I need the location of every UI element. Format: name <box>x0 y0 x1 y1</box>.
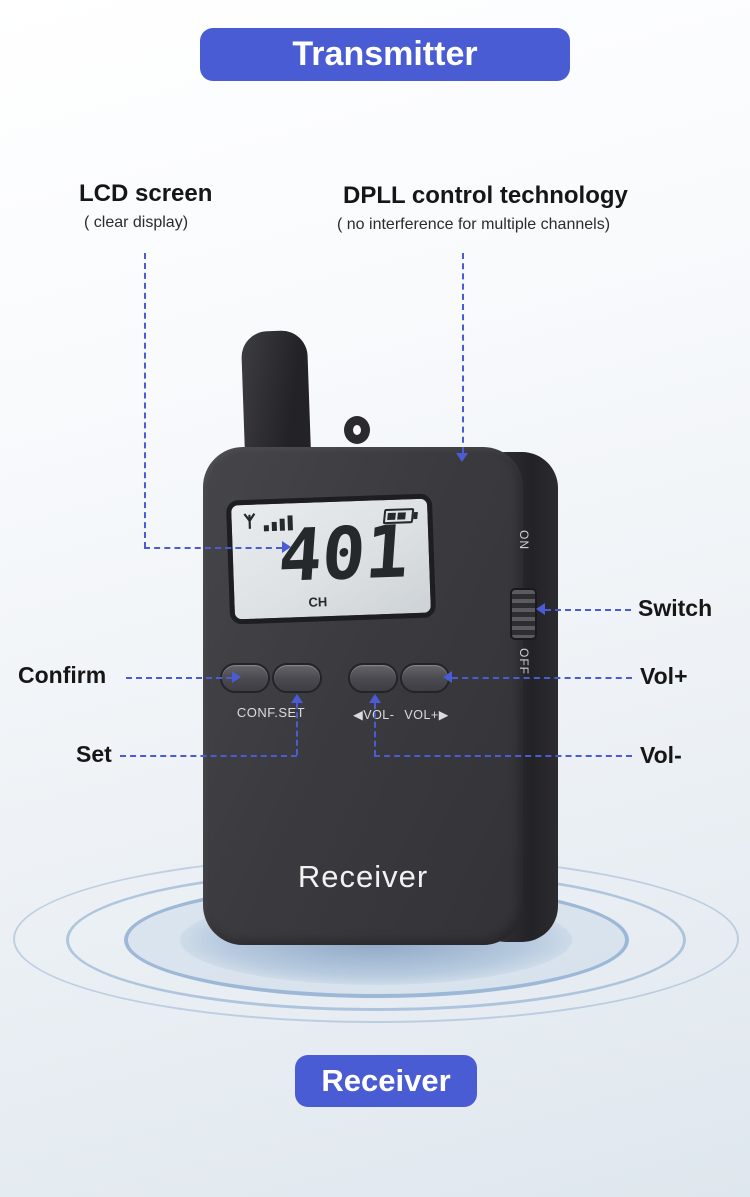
receiver-device-body: 401 CH CONF.SET ◀VOL- VOL+▶ Receiver <box>203 447 523 945</box>
power-switch <box>510 588 537 640</box>
bottom-banner-label: Receiver <box>321 1063 451 1098</box>
volume-print-label: ◀VOL- VOL+▶ <box>342 707 460 722</box>
confirm-callout-label: Confirm <box>18 662 107 688</box>
vol-minus-print-label: ◀VOL- <box>353 708 395 722</box>
lcd-callout-subtitle: ( clear display) <box>84 214 189 231</box>
dpll-callout-title: DPLL control technology <box>343 182 628 209</box>
set-arrow-icon <box>291 694 303 703</box>
lcd-callout-title: LCD screen <box>79 180 213 207</box>
confirm-arrow-icon <box>232 671 241 683</box>
lcd-display: 401 CH <box>225 493 437 625</box>
switch-on-label: ON <box>517 530 531 550</box>
antenna-signal-icon <box>243 513 256 529</box>
vol-minus-callout-label: Vol- <box>640 742 682 768</box>
set-connector-vertical <box>296 703 298 755</box>
set-button <box>272 663 322 693</box>
switch-arrow-icon <box>536 603 545 615</box>
vol-plus-print-label: VOL+▶ <box>404 708 449 722</box>
vol-minus-connector-vertical <box>374 703 376 756</box>
set-connector-horizontal <box>120 755 297 757</box>
vol-plus-arrow-icon <box>443 671 452 683</box>
dpll-callout-subtitle: ( no interference for multiple channels) <box>337 216 611 233</box>
channel-number: 401 <box>275 509 412 598</box>
antenna <box>240 329 312 465</box>
set-callout-label: Set <box>76 741 112 767</box>
switch-connector <box>545 609 631 611</box>
conf-set-print-label: CONF.SET <box>236 705 306 720</box>
switch-off-label: OFF <box>517 648 531 675</box>
lcd-connector-horizontal <box>144 547 282 549</box>
vol-minus-arrow-icon <box>369 694 381 703</box>
vol-plus-button <box>400 663 450 693</box>
lcd-arrow-icon <box>282 541 291 553</box>
top-banner-label: Transmitter <box>292 35 478 73</box>
vol-minus-button <box>348 663 398 693</box>
vol-minus-connector-horizontal <box>374 755 632 757</box>
bottom-banner: Receiver <box>295 1055 477 1107</box>
top-banner: Transmitter <box>200 28 570 81</box>
lanyard-loop <box>344 416 370 444</box>
vol-plus-connector <box>452 677 632 679</box>
dpll-arrow-icon <box>456 453 468 462</box>
lcd-connector-vertical <box>144 253 146 548</box>
vol-plus-callout-label: Vol+ <box>640 663 688 689</box>
dpll-connector-vertical <box>462 253 464 453</box>
device-brand-text: Receiver <box>297 859 429 894</box>
channel-unit-label: CH <box>308 594 328 610</box>
confirm-connector <box>126 677 232 679</box>
switch-callout-label: Switch <box>638 595 713 621</box>
